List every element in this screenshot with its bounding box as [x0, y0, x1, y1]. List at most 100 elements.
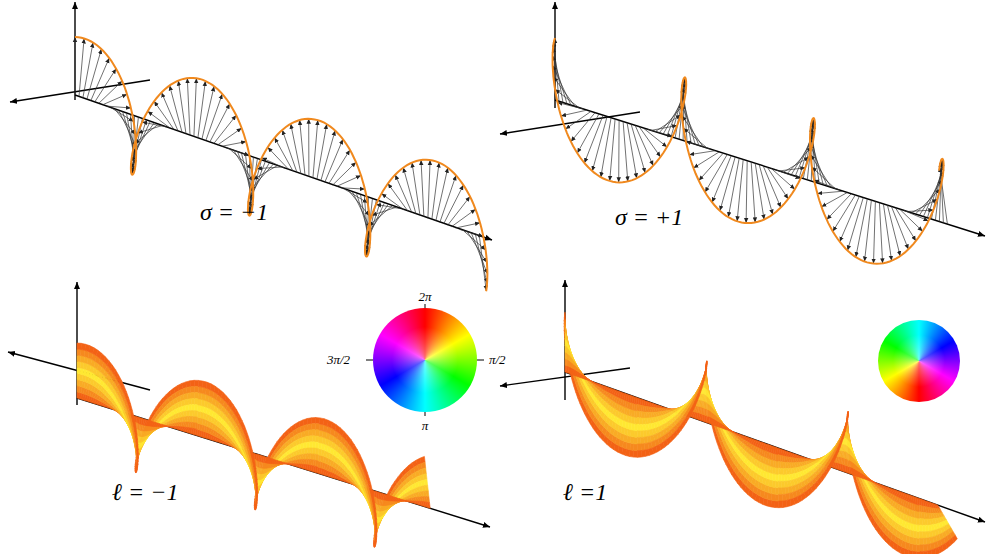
- coordinate-axis: [564, 280, 565, 400]
- wavefront-patch: [190, 380, 194, 387]
- field-vector: [840, 196, 860, 242]
- field-vector: [395, 175, 412, 213]
- wavefront-patch: [378, 517, 380, 523]
- field-vector: [382, 194, 405, 210]
- wavefront-patch: [423, 474, 427, 480]
- coordinate-axis: [74, 2, 75, 100]
- wavefront-patch: [313, 448, 316, 454]
- field-vector: [187, 78, 190, 135]
- field-vector: [817, 191, 843, 193]
- field-vector: [300, 120, 305, 175]
- field-vector: [194, 78, 197, 136]
- field-vector: [899, 209, 922, 231]
- wavefront-patch: [368, 485, 372, 491]
- field-vector: [682, 87, 691, 143]
- field-envelope: [75, 37, 487, 291]
- wavefront-patch: [131, 416, 135, 423]
- wavefront-patch: [312, 442, 315, 448]
- polarization-helix: [553, 38, 948, 264]
- field-vector: [87, 49, 102, 99]
- field-vector: [610, 119, 615, 181]
- coordinate-axis: [8, 352, 150, 390]
- field-vector: [262, 158, 285, 169]
- wavefront-patch: [250, 450, 254, 457]
- field-vector: [317, 124, 327, 179]
- wavefront-patch: [259, 474, 261, 480]
- wavefront-patch: [195, 411, 198, 418]
- wavefront-patch: [187, 393, 191, 400]
- wavefront-patch: [260, 474, 262, 480]
- field-vector: [827, 194, 852, 220]
- field-vector: [566, 111, 592, 129]
- field-vector: [275, 138, 294, 171]
- field-vector: [428, 160, 430, 218]
- field-vector: [456, 223, 480, 228]
- wavefront-patch: [192, 405, 195, 411]
- wavefront-patch: [194, 386, 198, 392]
- wavefront-patch: [195, 405, 198, 411]
- field-vector: [99, 81, 122, 103]
- field-vector: [647, 129, 672, 136]
- wavefront-patch: [128, 404, 132, 410]
- polarization-helix: [75, 37, 487, 291]
- field-vector: [822, 193, 848, 207]
- field-vector: [879, 203, 882, 264]
- wavefront-patch: [378, 511, 380, 517]
- field-vector: [561, 110, 587, 116]
- wavefront-patch: [77, 349, 81, 356]
- wavefront-patch: [427, 502, 430, 508]
- wavefront-patch: [258, 474, 260, 480]
- wavefront-patch: [198, 380, 202, 387]
- wavefront-patch: [308, 430, 312, 436]
- field-vector: [763, 166, 781, 208]
- wavefront-patch: [374, 541, 375, 548]
- field-vector: [623, 122, 628, 182]
- wavefront-patch: [77, 355, 81, 362]
- coordinate-axis: [75, 95, 492, 240]
- field-vector: [421, 160, 424, 217]
- field-vector: [162, 93, 179, 132]
- wavefront-patch: [244, 432, 249, 439]
- field-vector: [751, 162, 755, 222]
- wavefront-patch: [126, 398, 131, 405]
- field-vector: [214, 115, 236, 143]
- field-vector: [333, 162, 356, 185]
- wavefront-patch: [186, 381, 191, 388]
- wavefront-patch: [195, 399, 198, 405]
- field-vector: [218, 128, 242, 145]
- wavefront-patch: [195, 393, 199, 399]
- field-vector: [686, 141, 711, 149]
- wavefront-patch: [190, 386, 194, 392]
- wavefront-patch: [316, 418, 320, 425]
- field-vector: [618, 120, 619, 182]
- field-vector: [345, 189, 368, 203]
- field-vector: [341, 188, 365, 189]
- field-vector: [643, 128, 667, 147]
- wavefront-patch: [316, 442, 319, 449]
- wavefront-patch: [309, 436, 313, 442]
- field-vector: [452, 209, 476, 226]
- field-vector: [720, 157, 735, 211]
- field-vector: [472, 234, 488, 274]
- field-envelope: [553, 38, 944, 264]
- field-vector: [202, 86, 214, 139]
- field-vector: [746, 161, 747, 223]
- field-vector: [365, 202, 380, 251]
- field-vector: [222, 142, 246, 147]
- wavefront-patch: [425, 485, 429, 491]
- wavefront-patch: [138, 436, 140, 443]
- field-vector: [755, 163, 764, 219]
- field-vector: [627, 123, 637, 178]
- wavefront-patch: [316, 430, 320, 437]
- field-vector: [584, 115, 603, 163]
- wavefront-patch: [370, 490, 374, 497]
- wavefront-patch: [135, 466, 136, 473]
- field-vector: [848, 198, 864, 251]
- field-vector: [178, 81, 186, 134]
- wavefront-patch: [191, 393, 195, 399]
- field-vector: [771, 168, 795, 189]
- field-vector: [775, 170, 800, 179]
- wavefront-patch: [139, 442, 141, 448]
